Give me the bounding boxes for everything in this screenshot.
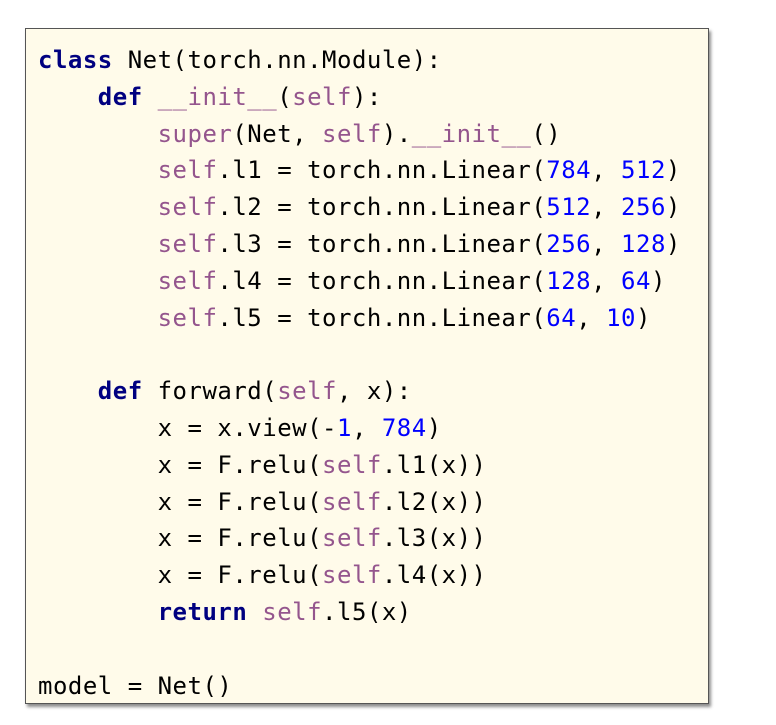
code-token — [247, 598, 262, 626]
self-token: self — [157, 303, 218, 332]
code-token — [38, 230, 158, 258]
code-token: ) — [665, 193, 681, 222]
code-token: ) — [636, 303, 651, 332]
self-token: self — [262, 597, 323, 626]
code-token: x = x.view(- — [38, 413, 337, 442]
code-token — [143, 83, 158, 111]
self-token: self — [292, 82, 352, 111]
code-line: x = x.view(-1, 784) — [38, 410, 681, 447]
number-token: 256 — [546, 229, 592, 258]
code-token: , — [591, 193, 622, 222]
code-line: self.l5 = torch.nn.Linear(64, 10) — [38, 300, 681, 337]
code-token: , — [576, 303, 607, 332]
code-token: , x): — [337, 377, 412, 406]
code-token — [38, 598, 158, 626]
code-token: .l3(x)) — [381, 524, 487, 553]
self-token: self — [157, 229, 218, 258]
keyword-token: def — [97, 377, 143, 406]
code-line: x = F.relu(self.l2(x)) — [38, 484, 681, 521]
number-token: 64 — [546, 303, 577, 332]
code-token: () — [531, 119, 562, 148]
code-line: x = F.relu(self.l1(x)) — [38, 447, 681, 484]
code-token — [38, 304, 158, 332]
code-token: x = F.relu( — [38, 450, 323, 479]
code-token: model = Net() — [38, 671, 233, 700]
self-token: self — [322, 450, 382, 479]
self-token: self — [322, 561, 382, 590]
code-token: .l4(x)) — [381, 561, 487, 590]
number-token: 256 — [621, 193, 666, 222]
code-line: x = F.relu(self.l4(x)) — [38, 557, 681, 594]
code-token: .l1(x)) — [381, 450, 487, 479]
code-line: self.l4 = torch.nn.Linear(128, 64) — [38, 263, 681, 300]
number-token: 64 — [621, 266, 651, 295]
dunder-token: __init__ — [157, 82, 278, 111]
self-token: self — [157, 193, 218, 222]
code-token — [38, 193, 158, 221]
code-token: ( — [277, 82, 293, 111]
code-line: ​ — [38, 336, 681, 373]
self-token: self — [322, 487, 382, 516]
code-token: .l3 = torch.nn.Linear( — [217, 229, 547, 258]
code-block: class Net(torch.nn.Module): def __init__… — [38, 42, 681, 704]
code-token: x = F.relu( — [38, 487, 323, 516]
code-token: Net(torch.nn.Module): — [112, 46, 442, 74]
self-token: self — [322, 524, 382, 553]
code-token: ) — [665, 229, 681, 258]
number-token: 1 — [336, 413, 352, 442]
number-token: 512 — [621, 156, 666, 185]
code-line: self.l1 = torch.nn.Linear(784, 512) — [38, 152, 681, 189]
number-token: 10 — [606, 303, 636, 332]
self-token: self — [157, 266, 218, 295]
code-line: return self.l5(x) — [38, 594, 681, 631]
dunder-token: __init__ — [411, 119, 532, 148]
code-token: .l5(x) — [322, 597, 412, 626]
code-token — [38, 377, 98, 405]
code-line: def forward(self, x): — [38, 373, 681, 410]
self-token: self — [277, 377, 337, 406]
code-line: super(Net, self).__init__() — [38, 116, 681, 153]
code-line: class Net(torch.nn.Module): — [38, 42, 681, 79]
code-token — [38, 267, 158, 295]
keyword-token: class — [38, 46, 113, 74]
code-token — [38, 156, 158, 184]
code-token: x = F.relu( — [38, 524, 323, 553]
code-line: self.l2 = torch.nn.Linear(512, 256) — [38, 189, 681, 226]
code-token: .l5 = torch.nn.Linear( — [217, 303, 547, 332]
code-token: .l2(x)) — [381, 487, 487, 516]
keyword-token: def — [97, 82, 143, 111]
code-token — [38, 120, 158, 148]
keyword-token: return — [157, 597, 248, 626]
code-token: x = F.relu( — [38, 561, 323, 590]
code-token: ) — [426, 413, 442, 442]
code-token: ): — [351, 82, 382, 111]
number-token: 128 — [621, 229, 666, 258]
builtin-token: super — [157, 119, 233, 148]
number-token: 512 — [546, 193, 592, 222]
code-token: forward( — [142, 377, 278, 406]
code-line: def __init__(self): — [38, 79, 681, 116]
code-token: .l2 = torch.nn.Linear( — [217, 193, 547, 222]
self-token: self — [322, 119, 382, 148]
self-token: self — [157, 156, 218, 185]
code-token: , — [591, 266, 622, 295]
code-token — [38, 83, 98, 111]
code-token: (Net, — [232, 119, 323, 148]
number-token: 128 — [546, 266, 592, 295]
code-token: , — [351, 413, 382, 442]
code-line: self.l3 = torch.nn.Linear(256, 128) — [38, 226, 681, 263]
code-token: , — [591, 229, 622, 258]
code-line: ​ — [38, 631, 681, 668]
code-panel: class Net(torch.nn.Module): def __init__… — [25, 28, 709, 704]
code-line: x = F.relu(self.l3(x)) — [38, 520, 681, 557]
number-token: 784 — [546, 156, 592, 185]
code-token: ) — [650, 266, 666, 295]
code-token: .l1 = torch.nn.Linear( — [217, 156, 547, 185]
code-token: , — [591, 156, 622, 185]
number-token: 784 — [381, 413, 427, 442]
code-line: model = Net() — [38, 668, 681, 705]
code-token: ). — [381, 119, 412, 148]
code-token: .l4 = torch.nn.Linear( — [217, 266, 547, 295]
code-token: ) — [665, 156, 681, 185]
